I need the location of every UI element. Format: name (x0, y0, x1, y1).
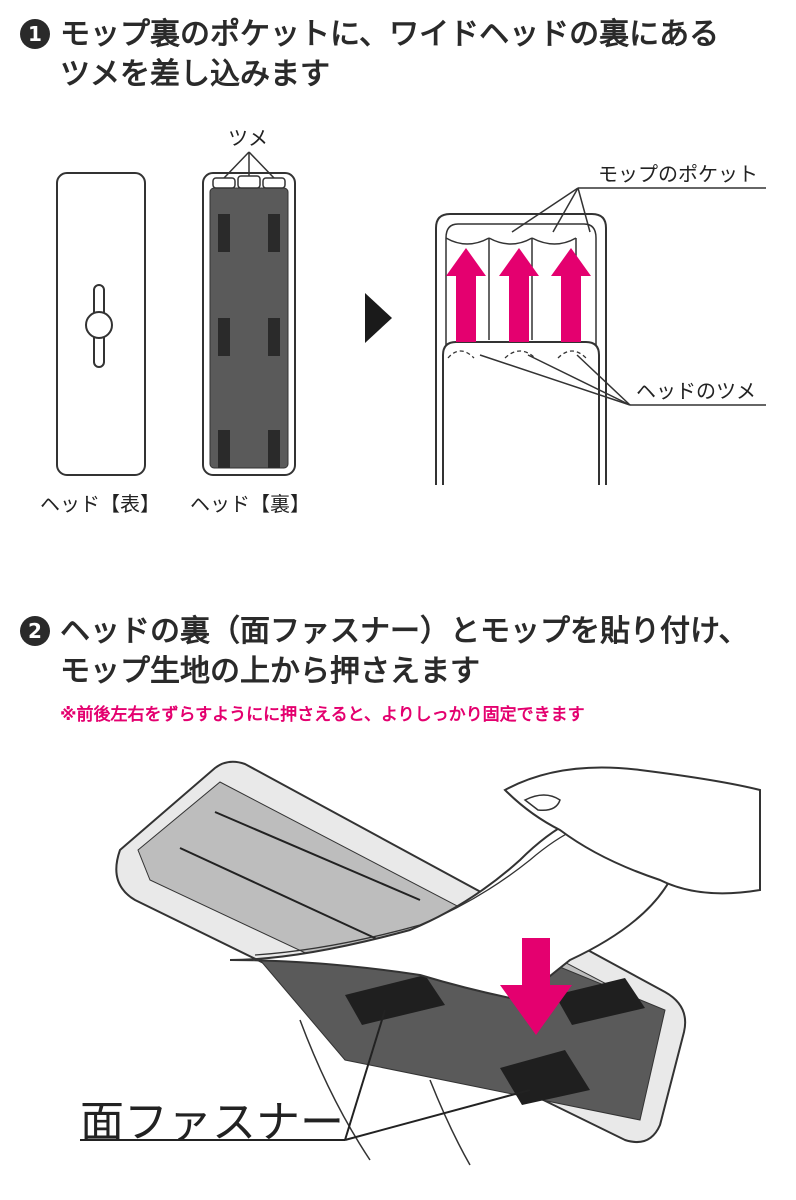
label-fastener: 面ファスナー (80, 1097, 344, 1148)
label-mop-pocket: モップのポケット (598, 162, 758, 186)
tsume-tabs (212, 175, 286, 189)
step1-illustration (56, 151, 766, 485)
insert-arrows-icon (446, 248, 591, 342)
label-head-tsume: ヘッドのツメ (636, 379, 756, 403)
step1-line1: モップ裏のポケットに、ワイドヘッドの裏にある (60, 17, 720, 52)
fastener-patches (218, 214, 280, 468)
mop-outline (435, 213, 607, 485)
step1-heading: 1 モップ裏のポケットに、ワイドヘッドの裏にある ツメを差し込みます (20, 15, 719, 95)
step2-heading: 2 ヘッドの裏（面ファスナー）とモップを貼り付け、 モップ生地の上から押さえます (20, 612, 749, 692)
next-arrow-icon (365, 293, 392, 343)
step1-number: 1 (20, 19, 50, 49)
head-front-handle-icon (85, 284, 113, 368)
press-arrow-icon (500, 938, 572, 1035)
step2-line1: ヘッドの裏（面ファスナー）とモップを貼り付け、 (60, 614, 749, 649)
step1-line2: ツメを差し込みます (60, 57, 330, 92)
label-head-back: ヘッド【裏】 (190, 492, 310, 516)
step2-number: 2 (20, 616, 50, 646)
step2-note: ※前後左右をずらすようにに押さえると、よりしっかり固定できます (60, 705, 585, 725)
hand-icon (503, 766, 761, 895)
step2-line2: モップ生地の上から押さえます (60, 654, 480, 689)
label-tsume: ツメ (228, 126, 268, 150)
label-head-front: ヘッド【表】 (40, 492, 160, 516)
